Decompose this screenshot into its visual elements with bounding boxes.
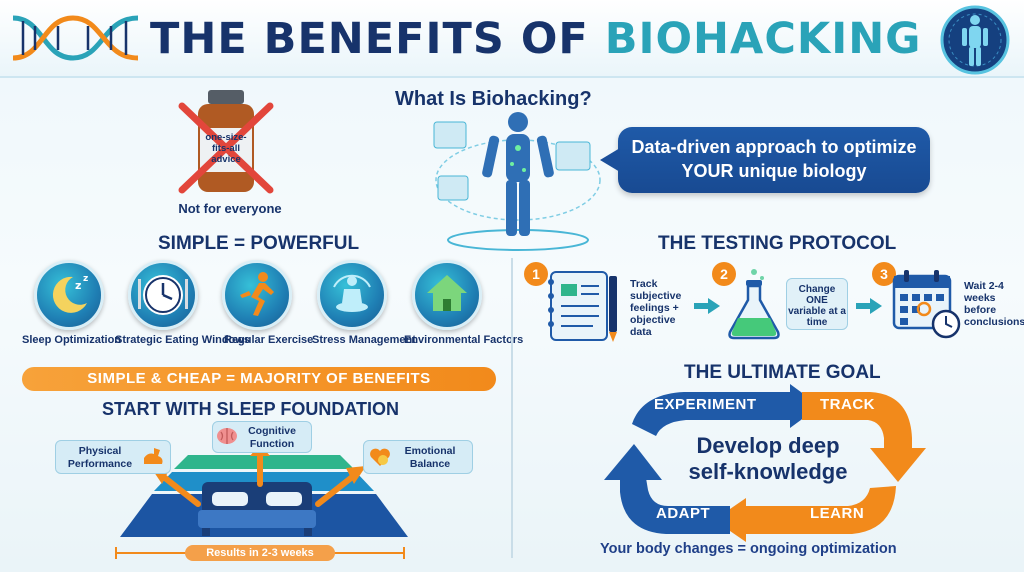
goal-center-line2: self-knowledge <box>688 459 848 484</box>
emotional-balance-label: Emotional Balance <box>404 445 456 470</box>
not-for-everyone-text: Not for everyone <box>178 201 282 216</box>
arrow-right-icon <box>694 298 720 314</box>
physical-performance-box: Physical Performance <box>55 440 171 474</box>
ultimate-goal-heading: THE ULTIMATE GOAL <box>684 362 881 383</box>
cycle-label-track: TRACK <box>820 396 875 413</box>
change-one-variable-box: Change ONE variable at a time <box>786 278 848 330</box>
svg-text:z: z <box>83 274 88 284</box>
step-text-1: Track subjective feelings + objective da… <box>630 278 682 338</box>
body-scan-icon <box>940 5 1010 75</box>
step-number-1: 1 <box>524 262 548 286</box>
supplement-bottle-icon <box>178 90 274 194</box>
cycle-label-adapt: ADAPT <box>656 505 711 522</box>
goal-cycle-diagram <box>604 384 926 542</box>
item-label-sleep: Sleep Optimization <box>22 334 122 346</box>
flask-icon <box>728 269 780 340</box>
benefit-arrows <box>150 444 366 507</box>
house-icon <box>412 260 482 330</box>
page-title: THE BENEFITS OF BIOHACKING <box>150 8 920 70</box>
goal-center-line1: Develop deep <box>696 433 840 458</box>
cycle-label-learn: LEARN <box>810 505 865 522</box>
muscle-arm-icon <box>144 448 163 464</box>
header-band <box>0 0 1024 78</box>
cycle-label-experiment: EXPERIMENT <box>654 396 757 413</box>
sleep-foundation-heading: START WITH SLEEP FOUNDATION <box>102 399 399 419</box>
plate-clock-icon <box>128 260 198 330</box>
item-label-stress: Stress Management <box>312 334 416 346</box>
item-label-eating: Strategic Eating Windows <box>115 334 250 346</box>
title-part2: BIOHACKING <box>604 14 922 64</box>
bottle-label: one-size-fits-all advice <box>205 132 247 165</box>
simple-powerful-heading: SIMPLE = POWERFUL <box>158 233 360 254</box>
digital-human-icon <box>433 112 601 251</box>
column-divider <box>511 258 513 558</box>
title-part1: THE BENEFITS OF <box>150 14 605 64</box>
dna-helix-icon <box>12 15 139 61</box>
step-text-3: Wait 2-4 weeks before conclusions <box>964 280 1024 328</box>
testing-protocol-heading: THE TESTING PROTOCOL <box>658 233 897 254</box>
heart-smile-icon <box>370 448 390 466</box>
meditation-icon <box>317 260 387 330</box>
item-label-environment: Environmental Factors <box>404 334 524 346</box>
arrow-right-icon-2 <box>856 298 882 314</box>
step-number-3: 3 <box>872 262 896 286</box>
what-is-heading: What Is Biohacking? <box>395 88 592 110</box>
physical-performance-label: Physical Performance <box>67 445 133 470</box>
results-label: Results in 2-3 weeks <box>185 545 335 561</box>
goal-center-text: Develop deep self-knowledge <box>664 433 872 485</box>
definition-bubble: Data-driven approach to optimize YOUR un… <box>618 127 930 193</box>
svg-text:z: z <box>75 279 81 292</box>
item-label-exercise: Regular Exercise <box>224 334 314 346</box>
bed-icon <box>198 482 316 536</box>
notebook-pen-icon <box>548 271 617 342</box>
bubble-pointer <box>600 148 620 172</box>
brain-icon <box>217 428 237 444</box>
calendar-clock-icon <box>892 270 961 339</box>
cognitive-function-label: Cognitive Function <box>248 425 296 450</box>
step-number-2: 2 <box>712 262 736 286</box>
runner-icon <box>222 260 292 330</box>
step-text-2: Change ONE variable at a time <box>788 284 846 328</box>
goal-footer: Your body changes = ongoing optimization <box>600 541 897 557</box>
simple-cheap-band: SIMPLE & CHEAP = MAJORITY OF BENEFITS <box>22 367 496 391</box>
